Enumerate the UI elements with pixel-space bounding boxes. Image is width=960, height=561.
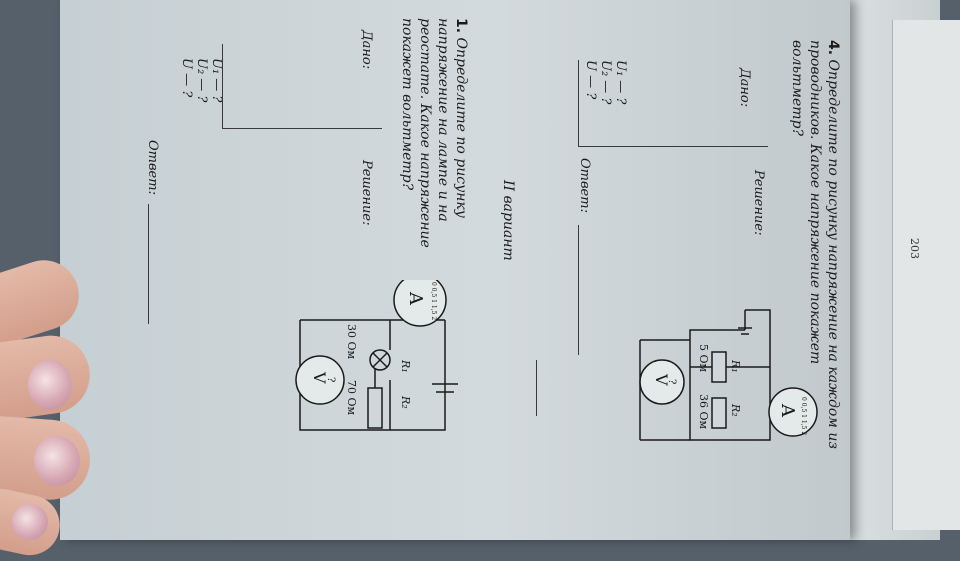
adjacent-paper-stack <box>892 20 960 530</box>
task1-given-u2: U₂ — ? <box>194 58 209 103</box>
task4-voltmeter-reading: ? <box>666 379 677 384</box>
task1-ammeter-scale: 0 0,5 1 1,5 2 <box>430 282 437 320</box>
task4-ammeter: A 0 0,5 1 1,5 2 <box>768 387 818 437</box>
task1-voltmeter: V ? <box>295 355 345 405</box>
task1-ammeter-dial <box>393 280 447 327</box>
task1-voltmeter-dial <box>295 355 345 405</box>
task1-voltmeter-reading: ? <box>325 377 336 382</box>
page-number: 203 <box>908 238 921 259</box>
task4-given-label: Дано: <box>737 68 752 108</box>
fingernail-2 <box>34 436 80 486</box>
variant-heading: II вариант <box>500 180 516 261</box>
task1-r2-value: 70 Ом <box>345 380 358 416</box>
task4-given-divider <box>578 146 768 147</box>
task4-given-list: U₁ — ? U₂ — ? U — ? <box>583 60 628 104</box>
task1-r1-label: R₁ <box>399 359 412 373</box>
task4-given-u1: U₁ — ? <box>613 60 628 105</box>
task1-given-divider <box>222 128 382 129</box>
task1-statement: 1. Определите по рисунку напряжение на л… <box>398 18 470 248</box>
task4-circuit: A 0 0,5 1 1,5 2 V ? R₁ 5 Ом R₂ 36 Ом <box>639 309 818 441</box>
task1-given-list: U₁ — ? U₂ — ? U — ? <box>179 58 224 102</box>
workbook-page <box>60 0 850 540</box>
task4-number: 4. <box>825 40 841 56</box>
task4-given-line <box>578 60 579 146</box>
task1-ammeter: A 0 0,5 1 1,5 2 <box>393 280 447 327</box>
task4-ammeter-scale: 0 0,5 1 1,5 2 <box>800 397 807 435</box>
task4-ammeter-symbol: A <box>777 403 798 418</box>
task1-number: 1. <box>453 18 469 34</box>
task4-r2-label: R₂ <box>729 403 742 417</box>
task4-answer-line <box>578 225 579 355</box>
task4-voltmeter: V ? <box>639 359 685 405</box>
task1-lamp <box>369 349 391 371</box>
task1-answer-line <box>148 204 149 324</box>
task4-solution-label: Решение: <box>751 170 766 236</box>
fingernail-3 <box>12 504 48 540</box>
task1-voltmeter-symbol: V <box>310 371 329 384</box>
task4-answer-label: Ответ: <box>577 158 592 213</box>
fingernail-1 <box>28 360 72 410</box>
task4-voltmeter-symbol: V <box>652 373 671 386</box>
task1-solution-label: Решение: <box>359 160 374 226</box>
task4-r1-value: 5 Ом <box>697 344 710 373</box>
task4-ammeter-dial <box>768 387 818 437</box>
task1-r2-label: R₂ <box>399 395 412 409</box>
task1-given-line <box>222 44 223 128</box>
task4-given-u: U — ? <box>583 60 598 100</box>
task4-voltmeter-dial <box>639 359 685 405</box>
task4-answer-line-2 <box>536 360 537 416</box>
task1-answer-label: Ответ: <box>145 140 160 195</box>
task1-ammeter-symbol: A <box>405 291 426 306</box>
task1-text: Определите по рисунку напряжение на ламп… <box>399 18 469 248</box>
task1-given-label: Дано: <box>359 30 374 70</box>
task4-r2-value: 36 Ом <box>697 394 710 430</box>
task1-r1-value: 30 Ом <box>345 324 358 360</box>
task4-r1-label: R₁ <box>729 359 742 373</box>
task1-given-u: U — ? <box>179 58 194 98</box>
task1-circuit: A 0 0,5 1 1,5 2 V ? R₁ 30 Ом R₂ 70 Ом <box>295 280 458 431</box>
task4-given-u2: U₂ — ? <box>598 60 613 105</box>
